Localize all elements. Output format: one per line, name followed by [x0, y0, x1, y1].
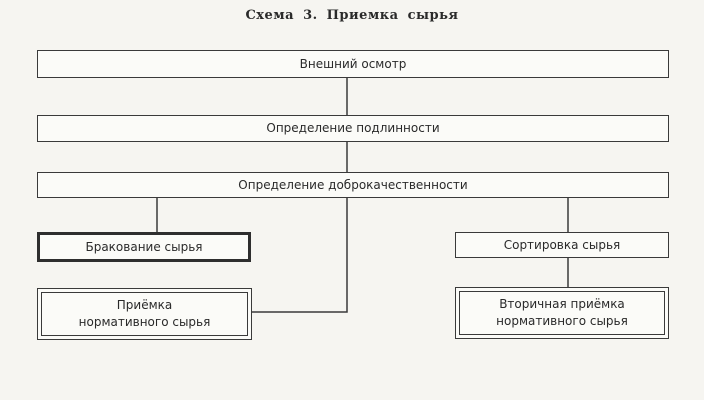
authenticity-label: Определение подлинности — [266, 121, 440, 135]
connector-quality-to-acceptance — [252, 198, 348, 313]
diagram-title: Схема 3. Приемка сырья — [245, 8, 459, 23]
secondary-acceptance-label-line1: Вторичная приёмка — [499, 297, 625, 311]
acceptance-label-line1: Приёмка — [116, 298, 173, 312]
quality-box: Определение доброкачественности — [37, 172, 669, 198]
secondary-acceptance-box: Вторичная приёмка нормативного сырья — [455, 287, 669, 339]
secondary-acceptance-label-line2: нормативного сырья — [496, 314, 628, 328]
secondary-acceptance-inner-frame: Вторичная приёмка нормативного сырья — [459, 291, 665, 335]
external-inspection-label: Внешний осмотр — [299, 56, 407, 71]
acceptance-label-line2: нормативного сырья — [78, 315, 211, 329]
acceptance-inner-frame: Приёмка нормативного сырья — [41, 292, 248, 336]
sorting-box: Сортировка сырья — [455, 232, 669, 258]
external-inspection-box: Внешний осмотр — [37, 50, 669, 78]
authenticity-box: Определение подлинности — [37, 115, 669, 142]
rejection-label: Бракование сырья — [85, 239, 203, 254]
quality-label: Определение доброкачественности — [238, 177, 468, 192]
sorting-label: Сортировка сырья — [503, 237, 621, 252]
rejection-box: Бракование сырья — [37, 232, 251, 262]
acceptance-box: Приёмка нормативного сырья — [37, 288, 252, 340]
